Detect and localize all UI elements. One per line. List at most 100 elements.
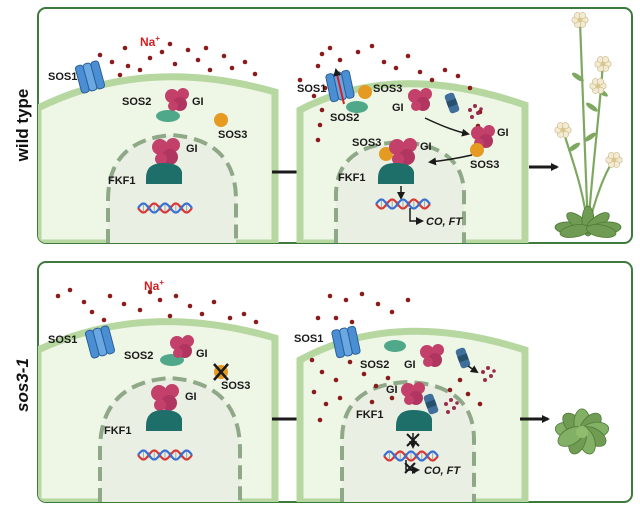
na-ion — [455, 73, 461, 79]
na-ion — [337, 57, 343, 63]
fkf1-label: FKF1 — [356, 409, 384, 421]
na-ion — [447, 387, 453, 393]
na-ion — [442, 67, 448, 73]
arrow — [467, 365, 479, 374]
plant-icon — [554, 12, 623, 238]
na-ion — [373, 383, 379, 389]
na-ion — [67, 287, 73, 293]
proteasome-icon — [455, 347, 471, 369]
sos1-label: SOS1 — [297, 83, 326, 95]
na-ion — [55, 293, 61, 299]
sos3-protein-icon — [470, 143, 484, 157]
na-ion — [185, 47, 191, 53]
sos3-protein-icon — [379, 147, 393, 161]
na-ion — [97, 52, 103, 58]
fkf1-label: FKF1 — [104, 425, 132, 437]
row-label: sos3-1 — [13, 358, 32, 412]
sos1-label: SOS1 — [48, 71, 77, 83]
gi-nucleus-label: GI — [185, 391, 197, 403]
na-efflux-arrow — [333, 68, 345, 105]
na-ion — [323, 401, 329, 407]
degraded-fragments — [481, 366, 496, 382]
na-ion — [211, 299, 217, 305]
na-ion — [117, 72, 123, 78]
sos2-protein-icon — [384, 340, 406, 352]
gi-membrane-label: GI — [196, 348, 208, 360]
na-ion — [333, 377, 339, 383]
na-ion — [121, 301, 127, 307]
row-wild-type: wild type Na+ SOS1 SOS2 — [13, 7, 633, 244]
arrow — [428, 154, 473, 166]
na-ion — [457, 377, 463, 383]
na-ion — [417, 69, 423, 75]
sos2-label: SOS2 — [360, 359, 389, 371]
na-ion — [101, 317, 107, 323]
sos3-protein-icon — [214, 113, 228, 127]
gi-protein-icon — [165, 88, 189, 111]
sos3-protein-icon — [358, 85, 372, 99]
na-ion — [157, 297, 163, 303]
na-label: Na+ — [140, 34, 160, 49]
na-ion — [172, 61, 178, 67]
fkf1-label: FKF1 — [108, 175, 136, 187]
proteasome-icon — [444, 92, 460, 114]
na-ion — [147, 55, 153, 61]
na-ion — [375, 301, 381, 307]
fkf1-protein-icon — [146, 410, 182, 431]
dna-helix-icon — [375, 198, 431, 210]
na-dots — [55, 287, 259, 325]
na-ion — [199, 311, 205, 317]
na-ion — [322, 85, 328, 91]
na-ion — [389, 395, 395, 401]
transcription-arrow — [409, 208, 424, 225]
nucleus — [98, 375, 242, 502]
sos1-label: SOS1 — [294, 333, 323, 345]
gi-protein-icon — [152, 138, 180, 165]
na-ion — [89, 309, 95, 315]
fkf1-protein-icon — [396, 410, 432, 431]
na-label: Na+ — [144, 278, 164, 293]
na-ion — [252, 71, 258, 77]
sos3-label: SOS3 — [218, 129, 247, 141]
na-ion — [337, 395, 343, 401]
sos3-membrane-label: SOS3 — [373, 83, 402, 95]
sos1-channel-icon — [331, 325, 361, 359]
gi-protein-icon — [389, 138, 417, 165]
na-ion — [167, 41, 173, 47]
na-ion — [315, 137, 321, 143]
cell-2: SOS1 SOS3 SOS2 GI — [296, 43, 529, 243]
na-ion — [389, 309, 395, 315]
nucleus — [340, 379, 476, 502]
cell-2: SOS1 SOS2 GI GI — [294, 291, 529, 502]
na-ion — [137, 307, 143, 313]
gi-nucleus-label: GI — [186, 143, 198, 155]
na-ion — [315, 63, 321, 69]
na-ion — [311, 389, 317, 395]
na-ion — [477, 401, 483, 407]
na-dots — [309, 291, 483, 423]
fkf1-label: FKF1 — [338, 172, 366, 184]
row-label: wild type — [13, 89, 32, 163]
na-ion — [343, 297, 349, 303]
na-ion — [229, 65, 235, 71]
na-ion — [327, 293, 333, 299]
sos2-protein-icon — [156, 110, 180, 122]
na-ion — [242, 59, 248, 65]
na-ion — [465, 391, 471, 397]
fkf1-protein-icon — [378, 163, 414, 184]
na-ion — [393, 65, 399, 71]
na-ion — [297, 77, 303, 83]
sos2-label: SOS2 — [124, 350, 153, 362]
sos3-nucleus-label: SOS3 — [352, 137, 381, 149]
na-ion — [147, 289, 153, 295]
na-ion — [317, 417, 323, 423]
na-ion — [381, 59, 387, 65]
target-genes-label: CO, FT — [424, 465, 461, 477]
proteasome-icon — [423, 393, 439, 415]
gi-membrane-label: GI — [192, 96, 204, 108]
na-ion — [125, 63, 131, 69]
na-ion — [159, 49, 165, 55]
na-ion — [385, 375, 391, 381]
na-ion — [203, 45, 209, 51]
sos3-label: SOS3 — [221, 380, 250, 392]
